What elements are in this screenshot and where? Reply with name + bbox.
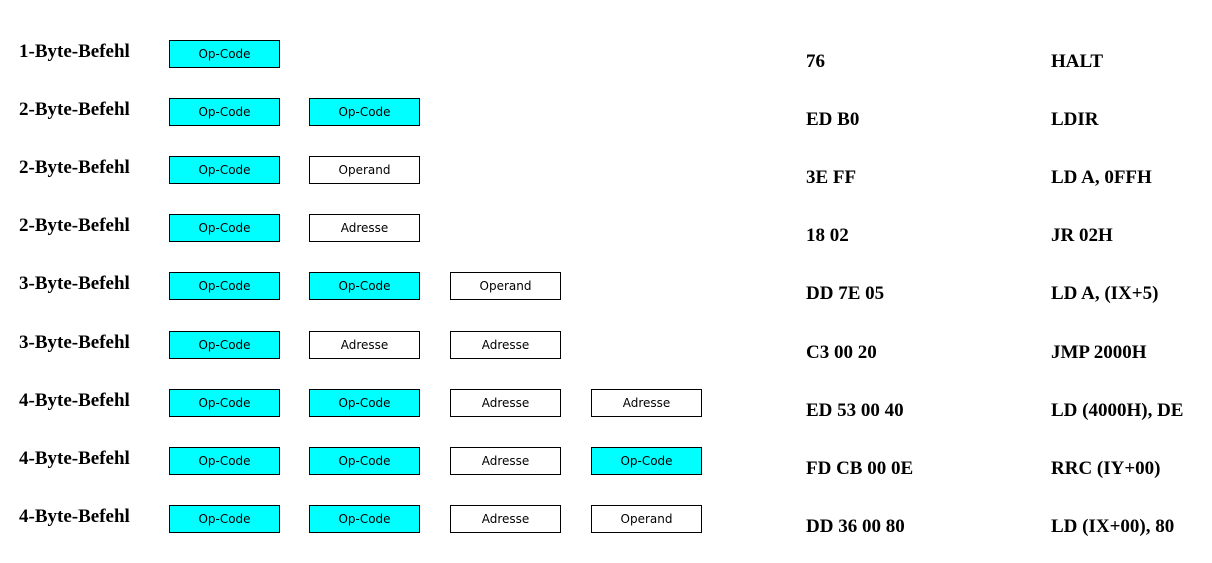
opcode-byte-box: Op-Code	[169, 272, 280, 301]
instruction-row: 2-Byte-Befehl Op-Code Adresse 18 02 JR 02H	[0, 214, 1212, 272]
opcode-byte-box: Op-Code	[309, 388, 420, 417]
instruction-row: 1-Byte-Befehl Op-Code 76 HALT	[0, 40, 1212, 98]
instruction-row: 3-Byte-Befehl Op-Code Op-Code Operand DD 7E …	[0, 272, 1212, 330]
opcode-byte-box: Op-Code	[169, 504, 280, 533]
mnemonic: JMP 2000H	[1051, 341, 1147, 363]
instruction-length-label: 2-Byte-Befehl	[19, 99, 130, 121]
instruction-length-label: 3-Byte-Befehl	[19, 273, 130, 295]
opcode-byte-box: Op-Code	[169, 446, 280, 475]
operand-byte-box: Operand	[309, 156, 420, 185]
opcode-byte-box: Op-Code	[309, 98, 420, 127]
mnemonic: JR 02H	[1051, 225, 1113, 247]
operand-byte-box: Operand	[591, 504, 702, 533]
address-byte-box: Adresse	[309, 214, 420, 243]
hex-code: FD CB 00 0E	[806, 457, 914, 479]
instruction-length-label: 3-Byte-Befehl	[19, 331, 130, 353]
address-byte-box: Adresse	[309, 330, 420, 359]
mnemonic: RRC (IY+00)	[1051, 457, 1161, 479]
address-byte-box: Adresse	[450, 330, 561, 359]
mnemonic: LD A, 0FFH	[1051, 167, 1152, 189]
instruction-row: 2-Byte-Befehl Op-Code Op-Code ED B0 LDIR	[0, 98, 1212, 156]
opcode-byte-box: Op-Code	[169, 156, 280, 185]
operand-byte-box: Operand	[450, 272, 561, 301]
address-byte-box: Adresse	[450, 388, 561, 417]
opcode-byte-box: Op-Code	[169, 40, 280, 68]
instruction-row: 4-Byte-Befehl Op-Code Op-Code Adresse Operan…	[0, 504, 1212, 563]
opcode-byte-box: Op-Code	[309, 272, 420, 301]
hex-code: C3 00 20	[806, 341, 877, 363]
opcode-byte-box: Op-Code	[169, 214, 280, 243]
address-byte-box: Adresse	[450, 446, 561, 475]
instruction-row: 2-Byte-Befehl Op-Code Operand 3E FF LD A, 0F…	[0, 156, 1212, 214]
instruction-length-label: 4-Byte-Befehl	[19, 447, 130, 469]
instruction-length-label: 4-Byte-Befehl	[19, 505, 130, 527]
instruction-row: 4-Byte-Befehl Op-Code Op-Code Adresse Adress…	[0, 388, 1212, 447]
opcode-byte-box: Op-Code	[309, 504, 420, 533]
instruction-length-label: 2-Byte-Befehl	[19, 215, 130, 237]
mnemonic: LDIR	[1051, 109, 1099, 131]
hex-code: DD 36 00 80	[806, 515, 905, 537]
opcode-byte-box: Op-Code	[591, 446, 702, 475]
hex-code: 3E FF	[806, 167, 857, 189]
instruction-length-label: 1-Byte-Befehl	[19, 41, 130, 62]
opcode-byte-box: Op-Code	[169, 98, 280, 127]
hex-code: DD 7E 05	[806, 283, 885, 305]
hex-code: ED 53 00 40	[806, 399, 904, 421]
instruction-length-label: 2-Byte-Befehl	[19, 157, 130, 179]
hex-code: 76	[806, 51, 825, 72]
instruction-row: 4-Byte-Befehl Op-Code Op-Code Adresse Op-Cod…	[0, 446, 1212, 505]
hex-code: ED B0	[806, 109, 860, 131]
address-byte-box: Adresse	[450, 504, 561, 533]
mnemonic: LD A, (IX+5)	[1051, 283, 1159, 305]
address-byte-box: Adresse	[591, 388, 702, 417]
opcode-byte-box: Op-Code	[309, 446, 420, 475]
instruction-row: 3-Byte-Befehl Op-Code Adresse Adresse C3 00 …	[0, 330, 1212, 389]
opcode-byte-box: Op-Code	[169, 330, 280, 359]
mnemonic: LD (4000H), DE	[1051, 399, 1184, 421]
opcode-byte-box: Op-Code	[169, 388, 280, 417]
hex-code: 18 02	[806, 225, 849, 247]
mnemonic: LD (IX+00), 80	[1051, 515, 1175, 537]
mnemonic: HALT	[1051, 51, 1104, 72]
instruction-length-label: 4-Byte-Befehl	[19, 389, 130, 411]
